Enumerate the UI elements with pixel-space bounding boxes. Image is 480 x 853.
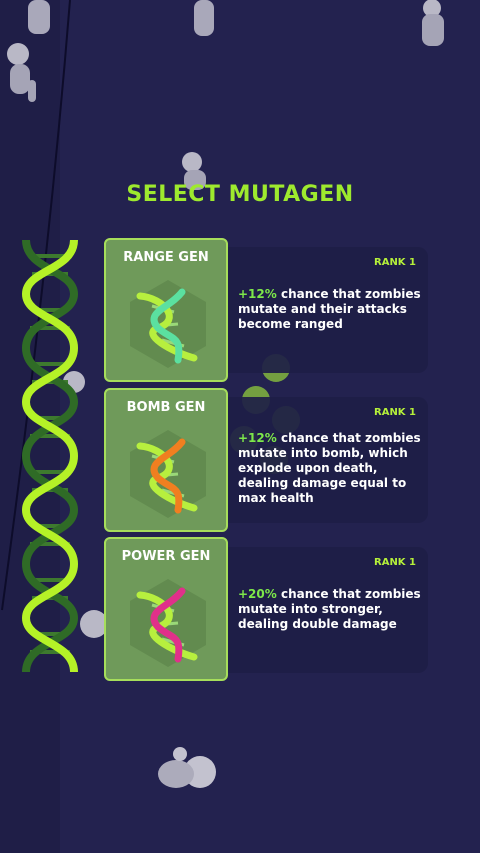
- zombie-figure: [194, 0, 214, 36]
- gen-description-text: chance that zombies mutate and their att…: [238, 287, 421, 331]
- zombie-figure: [422, 0, 444, 46]
- bomb-dna-icon: [130, 430, 206, 518]
- gen-percent: +12%: [238, 431, 277, 445]
- rank-label: RANK 1: [374, 557, 416, 568]
- range-dna-icon: [130, 280, 206, 368]
- gen-percent: +20%: [238, 587, 277, 601]
- gen-description-text: chance that zombies mutate into stronger…: [238, 587, 421, 631]
- gen-name: BOMB GEN: [126, 400, 206, 415]
- power-dna-icon: [130, 579, 206, 667]
- screen-title: SELECT MUTAGEN: [126, 182, 354, 207]
- gen-card-range: RANK 1 +12% chance that zombies mutate a…: [220, 247, 428, 373]
- range-gen-button[interactable]: RANGE GEN: [104, 238, 228, 382]
- zombie-figure: [28, 0, 50, 34]
- zombie-figure: [7, 43, 36, 102]
- zombie-figure: [182, 152, 206, 190]
- power-gen-button[interactable]: POWER GEN: [104, 537, 228, 681]
- gen-description-text: chance that zombies mutate into bomb, wh…: [238, 431, 421, 505]
- rank-label: RANK 1: [374, 407, 416, 418]
- gen-description: +12% chance that zombies mutate and thei…: [238, 287, 428, 332]
- bomb-gen-button[interactable]: BOMB GEN: [104, 388, 228, 532]
- gen-description: +20% chance that zombies mutate into str…: [238, 587, 428, 632]
- gen-name: POWER GEN: [121, 549, 211, 564]
- dna-strand-icon: [22, 240, 78, 673]
- gen-name: RANGE GEN: [123, 250, 209, 265]
- rank-label: RANK 1: [374, 257, 416, 268]
- gen-card-power: RANK 1 +20% chance that zombies mutate i…: [220, 547, 428, 673]
- gen-description: +12% chance that zombies mutate into bom…: [238, 431, 428, 506]
- gen-percent: +12%: [238, 287, 277, 301]
- gen-card-bomb: RANK 1 +12% chance that zombies mutate i…: [220, 397, 428, 523]
- zombie-figure: [80, 610, 108, 638]
- zombie-figure: [158, 747, 216, 788]
